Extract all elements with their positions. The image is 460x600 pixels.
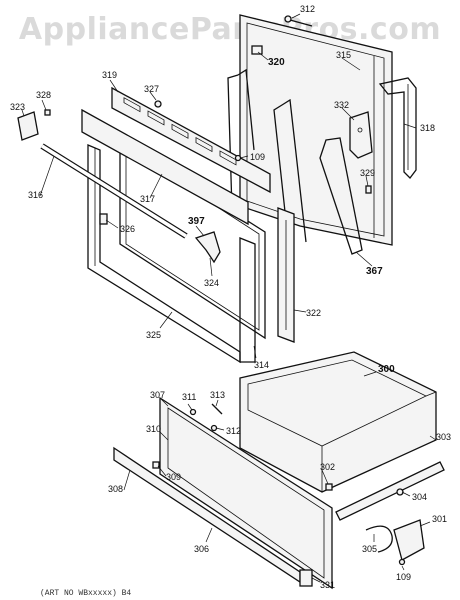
label-317: 317 [140, 194, 155, 204]
label-312-lower: 312 [226, 426, 241, 436]
label-329: 329 [360, 168, 375, 178]
label-310: 310 [146, 424, 161, 434]
screw-313[interactable] [211, 403, 223, 415]
vent-trim[interactable] [81, 86, 271, 226]
vent-slots [123, 97, 237, 166]
label-301: 301 [432, 514, 447, 524]
screw-109-upper[interactable] [234, 154, 242, 162]
label-109-lower: 109 [396, 572, 411, 582]
bracket-301[interactable] [393, 519, 425, 561]
label-327: 327 [144, 84, 159, 94]
label-367: 367 [366, 266, 383, 277]
door-clip[interactable] [251, 45, 263, 55]
label-307: 307 [150, 390, 165, 400]
screw-312-lower[interactable] [210, 424, 218, 432]
label-311: 311 [182, 392, 196, 402]
label-323: 323 [10, 102, 25, 112]
leader-lines [21, 13, 437, 583]
nut-304[interactable] [396, 488, 404, 496]
side-strip[interactable] [277, 207, 295, 343]
drawer-slide[interactable] [335, 461, 445, 521]
handle-tube[interactable] [40, 143, 188, 239]
bracket-331[interactable] [299, 569, 313, 587]
label-109-upper: 109 [250, 152, 265, 162]
screw-328[interactable] [44, 109, 51, 116]
drawer-front-panel[interactable] [159, 396, 333, 590]
grommet-327[interactable] [154, 100, 162, 108]
label-304: 304 [412, 492, 427, 502]
clip-326[interactable] [99, 213, 108, 225]
label-306: 306 [194, 544, 209, 554]
label-325: 325 [146, 330, 161, 340]
label-315: 315 [336, 50, 351, 60]
screw-311[interactable] [189, 408, 197, 416]
label-308: 308 [108, 484, 123, 494]
part-labels: 312 315 318 320 332 329 367 319 327 328 … [10, 4, 451, 590]
label-316: 316 [28, 190, 43, 200]
label-319: 319 [102, 70, 117, 80]
bracket-324[interactable] [194, 231, 221, 264]
label-314: 314 [254, 360, 269, 370]
door-liner-frame[interactable] [87, 144, 256, 364]
door-hinge-wires[interactable] [227, 68, 363, 259]
hinge-bracket[interactable] [349, 111, 373, 159]
label-305: 305 [362, 544, 377, 554]
clip-302[interactable] [325, 483, 333, 491]
screw-top[interactable] [284, 15, 313, 27]
label-318: 318 [420, 123, 435, 133]
label-332: 332 [334, 100, 349, 110]
label-324: 324 [204, 278, 219, 288]
label-302: 302 [320, 462, 335, 472]
label-300: 300 [378, 364, 395, 375]
label-320: 320 [268, 57, 285, 68]
door-gasket[interactable] [378, 77, 417, 179]
label-331: 331 [320, 580, 335, 590]
screw-109-lower[interactable] [398, 558, 406, 566]
bracket-309[interactable] [152, 461, 160, 469]
label-326: 326 [120, 224, 135, 234]
label-397: 397 [188, 216, 205, 227]
label-313: 313 [210, 390, 225, 400]
screw-329[interactable] [365, 185, 372, 194]
label-309: 309 [166, 472, 181, 482]
spring-305[interactable] [365, 525, 393, 553]
label-303: 303 [436, 432, 451, 442]
label-322: 322 [306, 308, 321, 318]
footer-code: (ART NO WBxxxxx) B4 [40, 589, 132, 598]
handle-end-cap[interactable] [17, 111, 39, 141]
label-312: 312 [300, 4, 315, 14]
label-328: 328 [36, 90, 51, 100]
